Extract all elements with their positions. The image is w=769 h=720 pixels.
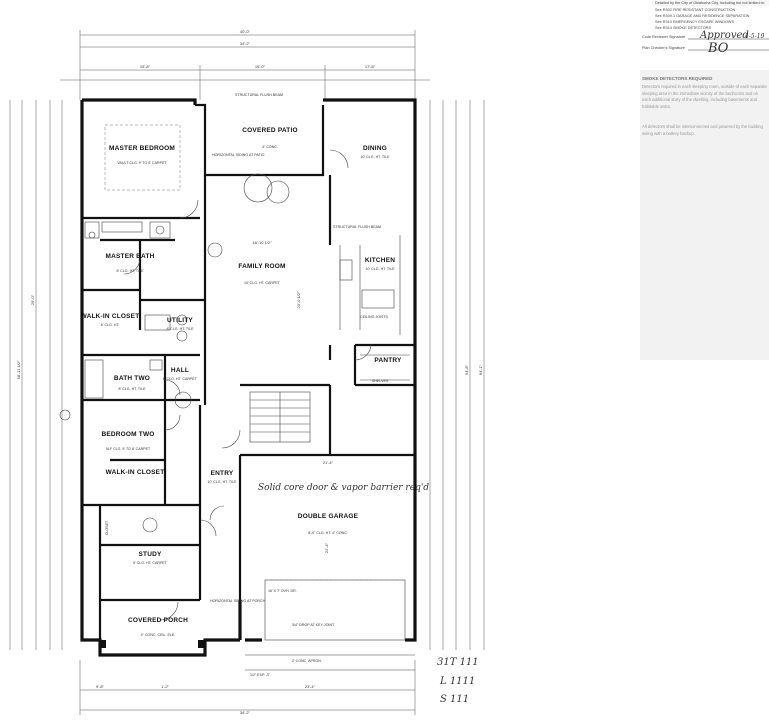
note-structural-beam-kitchen: STRUCTURAL FLUSH BEAM bbox=[333, 225, 381, 229]
room-double-garage-sub: 8'-0" CLG. HT. 4" CONC. bbox=[308, 531, 348, 535]
approval-stamp: Detailed by the City of Oklahoma City, i… bbox=[640, 0, 769, 360]
plan-notes: STRUCTURAL FLUSH BEAM STRUCTURAL FLUSH B… bbox=[210, 93, 389, 677]
room-dining: DINING bbox=[363, 145, 387, 152]
dim-bottom-mid: 1'-2" bbox=[161, 684, 170, 689]
dim-right-sub: 54'-8" bbox=[464, 364, 469, 375]
smoke-detectors bbox=[59, 173, 290, 533]
room-entry: ENTRY bbox=[211, 470, 234, 477]
left-dimensions: 58'-11 1/2" 29'-0" bbox=[9, 100, 63, 650]
room-utility-sub: 8' CLG. HT. TILE bbox=[167, 327, 195, 331]
note-shelves: SHELVES bbox=[372, 379, 389, 383]
room-hall-sub: 8' CLG. HT. CARPET bbox=[163, 377, 198, 381]
room-covered-porch: COVERED PORCH bbox=[128, 617, 188, 624]
room-double-garage: DOUBLE GARAGE bbox=[298, 513, 359, 520]
stamp-date: 4-5-19 bbox=[744, 33, 765, 40]
stairs bbox=[249, 391, 311, 443]
note-ceiling-joists: CEILING JOISTS bbox=[360, 315, 389, 319]
plan-checker-label: Plan Checker's Signature bbox=[642, 46, 685, 50]
stamp-line-2: See R302 FIRE RESISTANT CONSTRUCTION bbox=[655, 8, 736, 12]
stamp-line-3: See R309.1 GARAGE AND RESIDENCE SEPARATI… bbox=[655, 14, 750, 18]
room-study: STUDY bbox=[138, 551, 161, 558]
stamp-line-4: See R310 EMERGENCY ESCAPE WINDOWS bbox=[655, 20, 735, 24]
smoke-detector-icon bbox=[174, 391, 192, 409]
room-bath-two-sub: 8' CLG. HT. TILE bbox=[119, 387, 147, 391]
room-hall: HALL bbox=[171, 367, 189, 374]
smoke-detector-icon bbox=[142, 517, 158, 533]
handwritten-note: Solid core door & vapor barrier req'd bbox=[258, 483, 429, 493]
stamp-line-5: See R314 SMOKE DETECTORS bbox=[655, 26, 712, 30]
room-master-bedroom-sub: VAULT CLG. 9' TO 8' CARPET bbox=[117, 161, 167, 165]
interior-walls bbox=[82, 175, 415, 640]
stamp-line-1: Detailed by the City of Oklahoma City, i… bbox=[655, 1, 765, 5]
dim-family-w: 18'-10 1/2" bbox=[252, 240, 272, 245]
room-kitchen-sub: 10' CLG. HT. TILE bbox=[366, 267, 396, 271]
note-structural-beam-top: STRUCTURAL FLUSH BEAM bbox=[235, 93, 283, 97]
handwritten-mark-3: S 111 bbox=[440, 694, 469, 705]
reviewer-signature: Approved bbox=[699, 30, 749, 41]
room-covered-patio-sub: 4" CONC. bbox=[262, 145, 278, 149]
room-covered-patio: COVERED PATIO bbox=[242, 127, 297, 134]
room-walkin-closet-2: WALK-IN CLOSET bbox=[106, 469, 165, 476]
room-bedroom-two-sub: 9LF CLG. 9' TO 8' CARPET bbox=[106, 447, 151, 451]
checker-initials: BO bbox=[707, 41, 729, 56]
room-master-bath-sub: 8' CLG. HT. TILE bbox=[117, 269, 145, 273]
room-family-room-sub: 10' CLG. HT. CARPET bbox=[244, 281, 281, 285]
note-drop-key-joint: 3/4" DROP AT KEY JOINT bbox=[292, 623, 335, 627]
dim-left-total: 58'-11 1/2" bbox=[16, 360, 21, 379]
room-labels: MASTER BEDROOM VAULT CLG. 9' TO 8' CARPE… bbox=[81, 127, 402, 637]
dim-garage-h: 22'-4" bbox=[324, 542, 329, 553]
smoke-detector-icon bbox=[207, 242, 223, 258]
bottom-dimensions: 9'-8" 1'-2" 23'-4" 34'-2" bbox=[79, 660, 416, 715]
handwritten-mark-1: 31T 111 bbox=[437, 657, 479, 668]
dim-overall-top: 40'-0" bbox=[240, 29, 251, 34]
note-garage-door: 16' X 7' OVH. DR. bbox=[268, 589, 297, 593]
room-master-bedroom: MASTER BEDROOM bbox=[109, 145, 175, 152]
dim-overall-bottom: 34'-2" bbox=[240, 710, 251, 715]
room-bath-two: BATH TWO bbox=[114, 375, 150, 382]
room-dining-sub: 10' CLG. HT. TILE bbox=[361, 155, 391, 159]
dim-top-right: 17'-8" bbox=[365, 64, 376, 69]
room-walkin-closet-1: WALK-IN CLOSET bbox=[81, 313, 140, 320]
dim-bottom-right: 23'-4" bbox=[305, 684, 316, 689]
dim-top-mid: 15'-0" bbox=[255, 64, 266, 69]
fixtures bbox=[84, 124, 415, 671]
top-dimensions: 40'-0" 34'-2" 15'-8" 15'-0" 17'-8" bbox=[60, 29, 430, 100]
room-entry-sub: 10' CLG. HT. TILE bbox=[208, 480, 238, 484]
room-closet: CLOSET bbox=[105, 520, 109, 535]
dim-top-sub: 34'-2" bbox=[240, 41, 251, 46]
smoke-detectors-body-2: All detectors shall be interconnected an… bbox=[642, 124, 763, 136]
dim-family-h: 20'-0 1/2" bbox=[296, 291, 301, 308]
door-swings bbox=[123, 149, 372, 621]
room-kitchen: KITCHEN bbox=[365, 257, 395, 264]
exterior-walls bbox=[80, 98, 417, 657]
dim-bottom-left: 9'-8" bbox=[96, 684, 105, 689]
room-walkin-closet-1-sub: 8' CLG. HT. bbox=[101, 323, 120, 327]
note-exp-joint: 1/2" EXP. JT. bbox=[250, 673, 271, 677]
dim-garage-w: 21'-4" bbox=[323, 460, 334, 465]
room-pantry: PANTRY bbox=[374, 357, 402, 364]
smoke-detectors-heading: SMOKE DETECTORS REQUIRED bbox=[642, 76, 713, 81]
handwritten-annotations: Solid core door & vapor barrier req'd 31… bbox=[258, 483, 479, 705]
note-horizontal-siding-patio: HORIZONTAL SIDING AT PATIO bbox=[212, 153, 265, 157]
room-covered-porch-sub: 4" CONC. CEIL. ELE. bbox=[141, 633, 176, 637]
smoke-detectors-body: Detectors required in each sleeping room… bbox=[642, 84, 767, 109]
handwritten-mark-2: L 1111 bbox=[439, 676, 475, 687]
room-utility: UTILITY bbox=[167, 317, 193, 324]
code-reviewer-label: Code Reviewer Signature bbox=[642, 35, 685, 39]
dim-left-sub: 29'-0" bbox=[30, 294, 35, 305]
room-family-room: FAMILY ROOM bbox=[238, 263, 285, 270]
room-study-sub: 9' CLG. HT. CARPET bbox=[133, 561, 168, 565]
right-dimensions: 64'-1" 54'-8" bbox=[429, 100, 485, 650]
room-bedroom-two: BEDROOM TWO bbox=[101, 431, 154, 438]
dim-top-left: 15'-8" bbox=[140, 64, 151, 69]
room-master-bath: MASTER BATH bbox=[105, 253, 154, 260]
note-conc-apron: 2' CONC. APRON bbox=[292, 659, 321, 663]
dim-right-total: 64'-1" bbox=[478, 364, 483, 375]
note-horizontal-siding: HORIZONTAL SIDING AT PORCH bbox=[210, 599, 266, 603]
